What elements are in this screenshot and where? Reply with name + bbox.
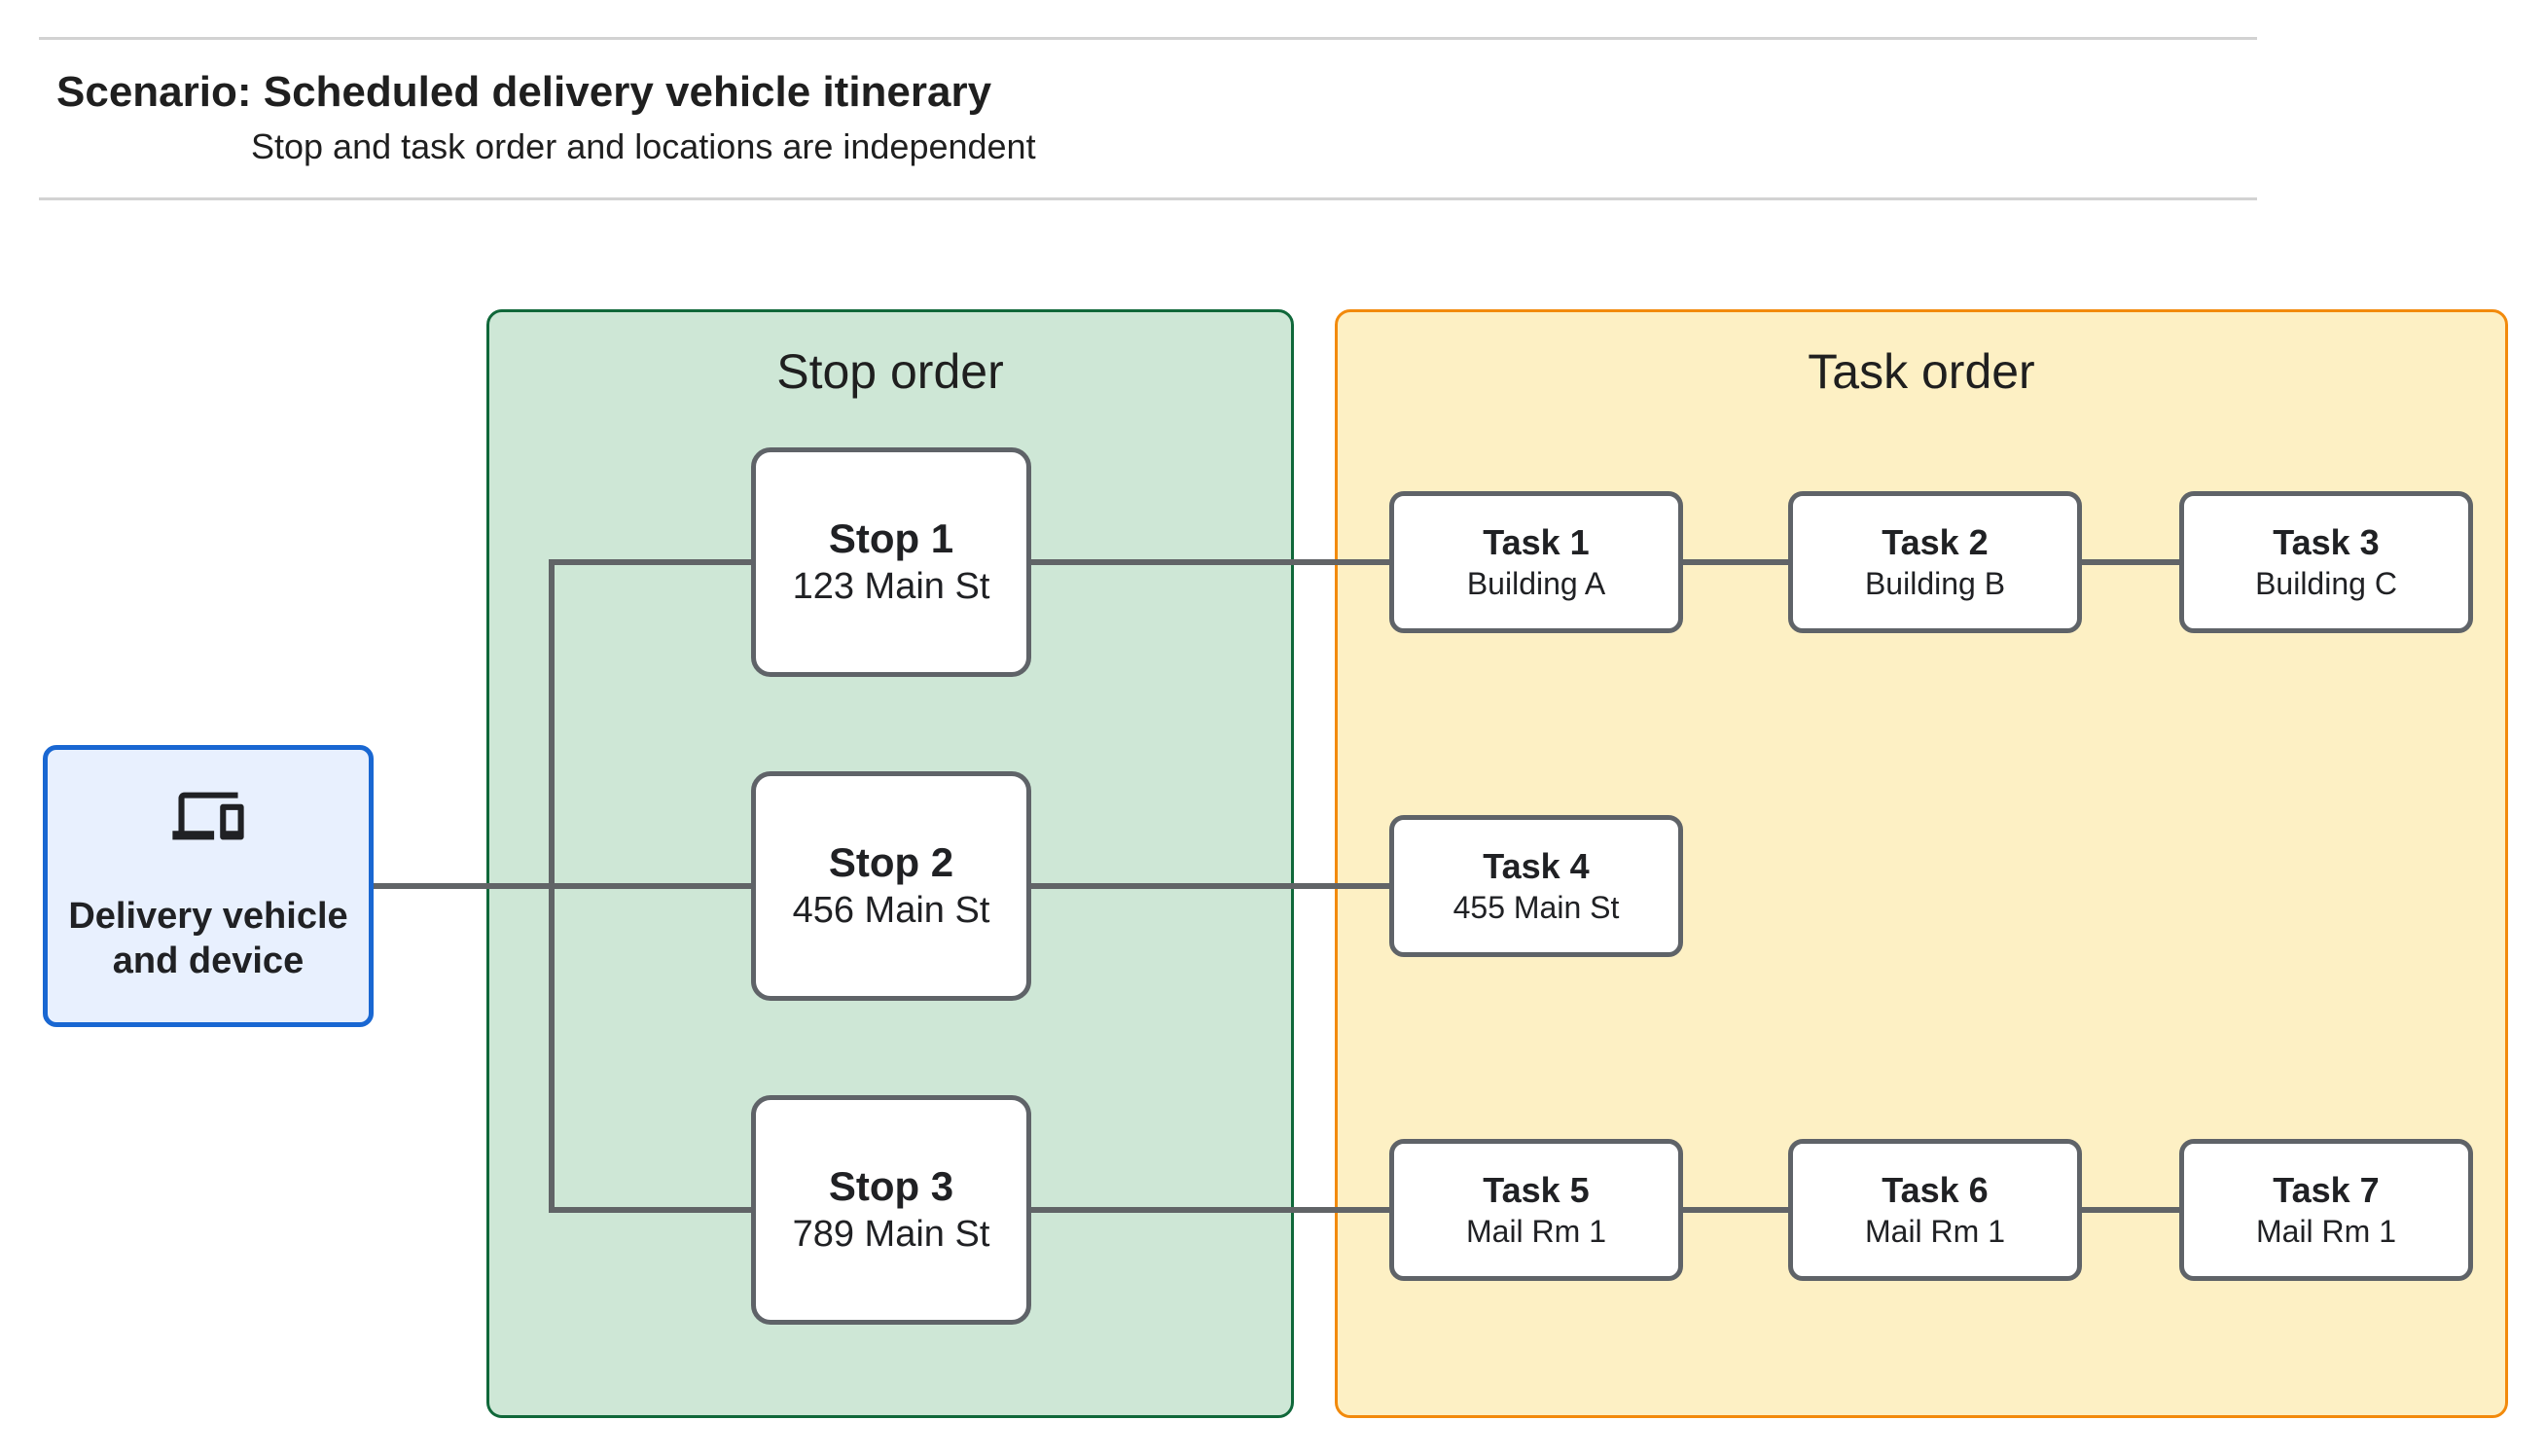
task-6-node: Task 6 Mail Rm 1 <box>1788 1139 2082 1281</box>
task-5-node: Task 5 Mail Rm 1 <box>1389 1139 1683 1281</box>
task-6-name: Task 6 <box>1882 1170 1989 1211</box>
stop-3-name: Stop 3 <box>828 1163 954 1209</box>
connector-trunk <box>549 559 555 1213</box>
task-4-name: Task 4 <box>1483 846 1590 887</box>
connector-task5-to-task6 <box>1683 1207 1788 1213</box>
stop-1-name: Stop 1 <box>828 515 954 561</box>
connector-task6-to-task7 <box>2082 1207 2179 1213</box>
task-7-location: Mail Rm 1 <box>2255 1213 2396 1249</box>
stop-order-title: Stop order <box>776 344 1004 399</box>
stop-1-node: Stop 1 123 Main St <box>751 447 1031 677</box>
task-6-location: Mail Rm 1 <box>1864 1213 2005 1249</box>
task-3-location: Building C <box>2255 565 2397 601</box>
connector-task2-to-task3 <box>2082 559 2179 565</box>
task-5-name: Task 5 <box>1483 1170 1590 1211</box>
task-1-location: Building A <box>1466 565 1606 601</box>
stop-2-node: Stop 2 456 Main St <box>751 771 1031 1001</box>
task-3-name: Task 3 <box>2273 522 2380 563</box>
task-1-node: Task 1 Building A <box>1389 491 1683 633</box>
task-2-name: Task 2 <box>1882 522 1989 563</box>
connector-trunk-to-stop3 <box>549 1207 751 1213</box>
task-2-location: Building B <box>1864 565 2006 601</box>
connector-stop1-to-task1 <box>1031 559 1389 565</box>
task-5-location: Mail Rm 1 <box>1465 1213 1606 1249</box>
task-order-title: Task order <box>1808 344 2035 399</box>
connector-task1-to-task2 <box>1683 559 1788 565</box>
stop-3-location: 789 Main St <box>792 1214 990 1256</box>
divider-bottom <box>39 197 2257 200</box>
stop-2-location: 456 Main St <box>792 890 990 932</box>
vehicle-node-label: Delivery vehicle and device <box>68 896 348 981</box>
devices-icon <box>171 788 245 844</box>
stop-2-name: Stop 2 <box>828 839 954 885</box>
connector-stop3-to-task5 <box>1031 1207 1389 1213</box>
task-3-node: Task 3 Building C <box>2179 491 2473 633</box>
stop-3-node: Stop 3 789 Main St <box>751 1095 1031 1325</box>
task-1-name: Task 1 <box>1483 522 1590 563</box>
connector-trunk-to-stop1 <box>549 559 751 565</box>
delivery-vehicle-node: Delivery vehicle and device <box>43 745 374 1027</box>
task-4-node: Task 4 455 Main St <box>1389 815 1683 957</box>
task-4-location: 455 Main St <box>1452 889 1620 925</box>
divider-top <box>39 37 2257 40</box>
task-7-name: Task 7 <box>2273 1170 2380 1211</box>
page-title: Scenario: Scheduled delivery vehicle iti… <box>56 68 992 116</box>
task-2-node: Task 2 Building B <box>1788 491 2082 633</box>
connector-vehicle-to-stops <box>373 883 751 889</box>
page-subtitle: Stop and task order and locations are in… <box>251 126 1036 166</box>
task-7-node: Task 7 Mail Rm 1 <box>2179 1139 2473 1281</box>
stop-1-location: 123 Main St <box>792 566 990 608</box>
connector-stop2-to-task4 <box>1031 883 1389 889</box>
